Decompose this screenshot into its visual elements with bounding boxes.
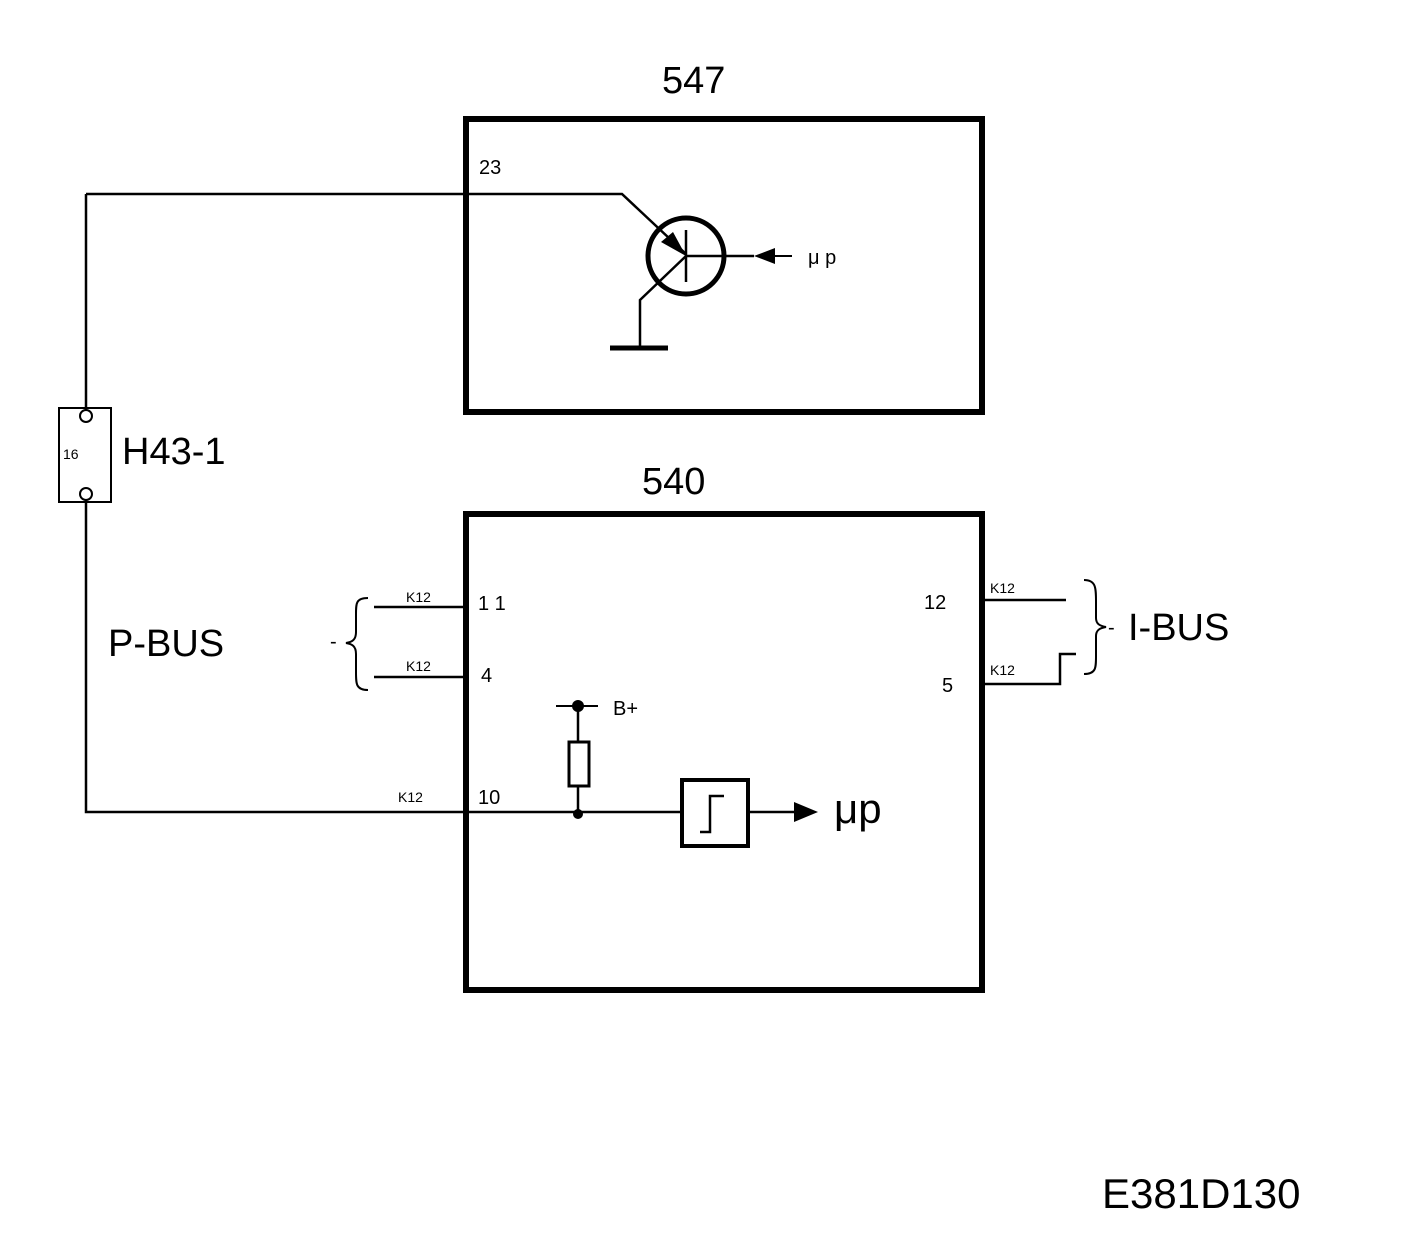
signal-output-arrow-icon [748,802,818,822]
module-547-pin-23: 23 [479,157,501,179]
module-540-box [463,511,985,993]
i-bus-brace [1083,579,1107,675]
wire-label-k12: K12 [406,589,431,605]
module-540-title: 540 [642,461,705,503]
wire-label-k12: K12 [990,580,1015,596]
connector-label: H43-1 [122,431,226,473]
p-bus-dash: - [330,631,337,653]
schmitt-trigger-icon [680,778,750,848]
signal-input-arrow-icon [754,248,792,264]
module-540-pin-10: 10 [478,787,500,809]
module-540-pin-12: 12 [924,592,946,614]
module-547-title: 547 [662,60,725,102]
p-bus-brace [345,597,369,691]
figure-id: E381D130 [1102,1170,1301,1217]
module-547-signal-label: μ p [808,247,836,269]
module-540-pin-11: 1 1 [478,593,506,615]
wire-bottom-run [84,500,578,814]
p-bus-label: P-BUS [108,623,224,665]
connector-pin-16: 16 [63,446,79,462]
wire-i-bus-2 [982,652,1076,686]
transistor-icon [86,192,754,351]
module-547-box [463,116,985,415]
supply-label: B+ [613,698,638,720]
i-bus-dash: - [1108,617,1115,639]
i-bus-label: I-BUS [1128,607,1229,649]
wire-label-k12: K12 [990,662,1015,678]
module-540-signal-label: μp [834,785,882,832]
module-540-pin-5: 5 [942,675,953,697]
resistor-icon [556,700,598,819]
module-540-pin-4: 4 [481,665,492,687]
wire-label-k12: K12 [406,658,431,674]
wire-label-k12: K12 [398,789,423,805]
